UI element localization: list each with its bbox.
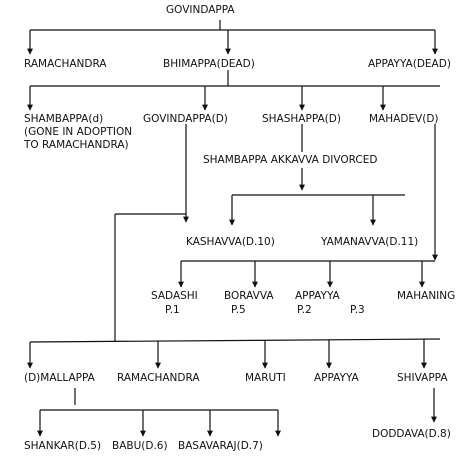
node-basavaraj: BASAVARAJ(D.7) (178, 440, 263, 452)
node-appayya: APPAYYA(DEAD) (368, 58, 451, 70)
node-babu: BABU(D.6) (112, 440, 168, 452)
node-mallappa: (D)MALLAPPA (24, 372, 95, 384)
node-doddava: DODDAVA(D.8) (372, 428, 451, 440)
node-govindappa-d: GOVINDAPPA(D) (143, 113, 228, 125)
node-shambappa: SHAMBAPPA(d) (24, 113, 104, 125)
node-shashappa: SHASHAPPA(D) (262, 113, 341, 125)
node-kashavva: KASHAVVA(D.10) (186, 236, 275, 248)
node-extra-p: P.3 (350, 304, 365, 316)
node-shambappa-note-1: (GONE IN ADOPTION (24, 126, 133, 138)
node-appayya-2: APPAYYA (314, 372, 359, 384)
node-appayya-child: APPAYYA (295, 290, 340, 302)
node-shambappa-note-2: TO RAMACHANDRA) (24, 139, 129, 151)
node-govindappa-root: GOVINDAPPA (166, 4, 235, 16)
node-shankar: SHANKAR(D.5) (24, 440, 102, 452)
node-mahadev: MAHADEV(D) (369, 113, 439, 125)
node-boravva: BORAVVA (224, 290, 274, 302)
node-mahaning: MAHANING (397, 290, 456, 302)
node-shivappa: SHIVAPPA (397, 372, 448, 384)
node-ramachandra-2: RAMACHANDRA (117, 372, 200, 384)
node-ramachandra: RAMACHANDRA (24, 58, 107, 70)
node-boravva-p: P.5 (231, 304, 246, 316)
marriage-note: SHAMBAPPA AKKAVVA DIVORCED (203, 154, 378, 166)
node-maruti: MARUTI (245, 372, 286, 384)
node-bhimappa: BHIMAPPA(DEAD) (163, 58, 255, 70)
node-sadashi: SADASHI (151, 290, 198, 302)
node-yamanavva: YAMANAVVA(D.11) (321, 236, 419, 248)
node-sadashi-p: P.1 (165, 304, 180, 316)
node-appayya-child-p: P.2 (297, 304, 312, 316)
